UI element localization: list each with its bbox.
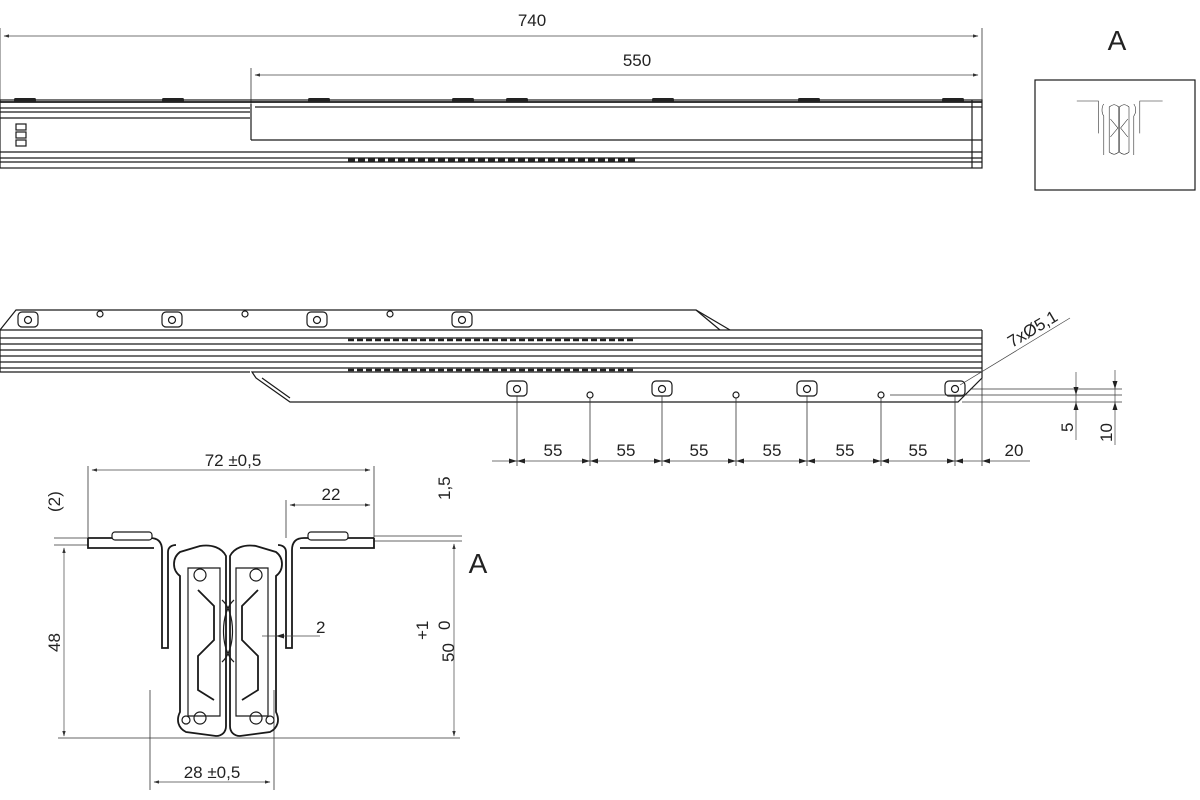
detail-a-view: A bbox=[1034, 25, 1196, 191]
end-offset: 20 bbox=[1005, 441, 1024, 460]
pitch-3: 55 bbox=[690, 441, 709, 460]
dim-2: 2 bbox=[316, 618, 325, 637]
top-view: 740 550 bbox=[0, 11, 983, 169]
section-view: 72 ±0,5 22 (2) 1,5 A 48 50 +1 0 28 ±0,5 bbox=[45, 451, 488, 790]
section-a-label: A bbox=[469, 548, 488, 579]
tol-upper: +1 bbox=[413, 621, 432, 640]
dim-28: 28 ±0,5 bbox=[184, 763, 241, 782]
pitch-1: 55 bbox=[544, 441, 563, 460]
dim-550: 550 bbox=[623, 51, 651, 70]
detail-a-label: A bbox=[1108, 25, 1127, 56]
pitch-5: 55 bbox=[836, 441, 855, 460]
dim-10: 10 bbox=[1097, 423, 1116, 442]
pitch-4: 55 bbox=[763, 441, 782, 460]
side-view: 7xØ5,1 55 55 55 55 55 55 20 bbox=[0, 307, 1122, 466]
dim-1-5: 1,5 bbox=[435, 476, 454, 500]
holes-callout: 7xØ5,1 bbox=[1004, 307, 1061, 352]
pitch-6: 55 bbox=[909, 441, 928, 460]
pitch-2: 55 bbox=[617, 441, 636, 460]
dim-740: 740 bbox=[518, 11, 546, 30]
dim-5: 5 bbox=[1058, 423, 1077, 432]
dim-50: 50 bbox=[439, 643, 458, 662]
dim-22: 22 bbox=[322, 485, 341, 504]
dim-72: 72 ±0,5 bbox=[205, 451, 262, 470]
dim-2-paren: (2) bbox=[45, 491, 64, 512]
dim-48: 48 bbox=[45, 633, 64, 652]
tol-lower: 0 bbox=[435, 621, 454, 630]
